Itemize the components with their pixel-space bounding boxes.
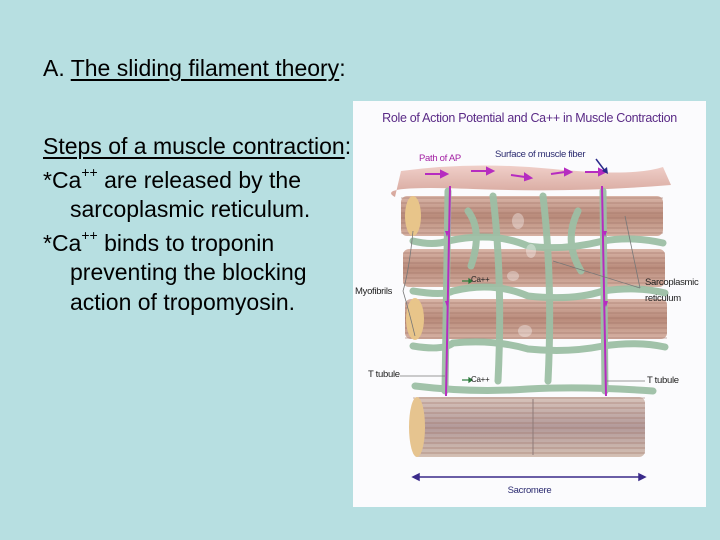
slide-title: A. The sliding filament theory: <box>43 54 346 82</box>
muscle-contraction-figure: Role of Action Potential and Ca++ in Mus… <box>353 101 706 507</box>
steps-heading-suffix: : <box>344 133 352 159</box>
label-sarcomere: Sacromere <box>507 485 552 496</box>
figure-title: Role of Action Potential and Ca++ in Mus… <box>382 111 677 125</box>
point-text: are released by the sarcoplasmic reticul… <box>70 166 311 223</box>
point-superscript: ++ <box>81 226 98 243</box>
label-t-tubule-left: T tubule <box>368 369 400 380</box>
title-underlined: The sliding filament theory <box>70 55 340 81</box>
point-superscript: ++ <box>81 163 98 180</box>
label-ca-lower: Ca++ <box>471 375 490 384</box>
step-point-1: *Ca++ are released by the sarcoplasmic r… <box>43 163 353 225</box>
label-ca-upper: Ca++ <box>471 275 490 284</box>
muscle-fiber-illustration <box>391 158 671 482</box>
slide-body: Steps of a muscle contraction: *Ca++ are… <box>43 132 353 321</box>
label-sarcoplasmic: Sarcoplasmic <box>645 277 699 288</box>
point-text: binds to troponin preventing the blockin… <box>70 229 307 315</box>
steps-heading-underlined: Steps of a muscle contraction <box>43 133 345 159</box>
step-point-2: *Ca++ binds to troponin preventing the b… <box>43 226 353 318</box>
label-reticulum: reticulum <box>645 293 681 304</box>
label-myofibrils: Myofibrils <box>355 286 393 297</box>
label-path-of-ap: Path of AP <box>419 153 461 164</box>
title-prefix: A. <box>43 55 71 81</box>
point-bullet: *Ca <box>43 166 82 193</box>
label-surface-of-muscle-fiber: Surface of muscle fiber <box>495 149 586 160</box>
point-bullet: *Ca <box>43 229 82 256</box>
label-t-tubule-right: T tubule <box>647 375 679 386</box>
title-suffix: : <box>339 55 346 81</box>
steps-heading: Steps of a muscle contraction: <box>43 132 353 162</box>
